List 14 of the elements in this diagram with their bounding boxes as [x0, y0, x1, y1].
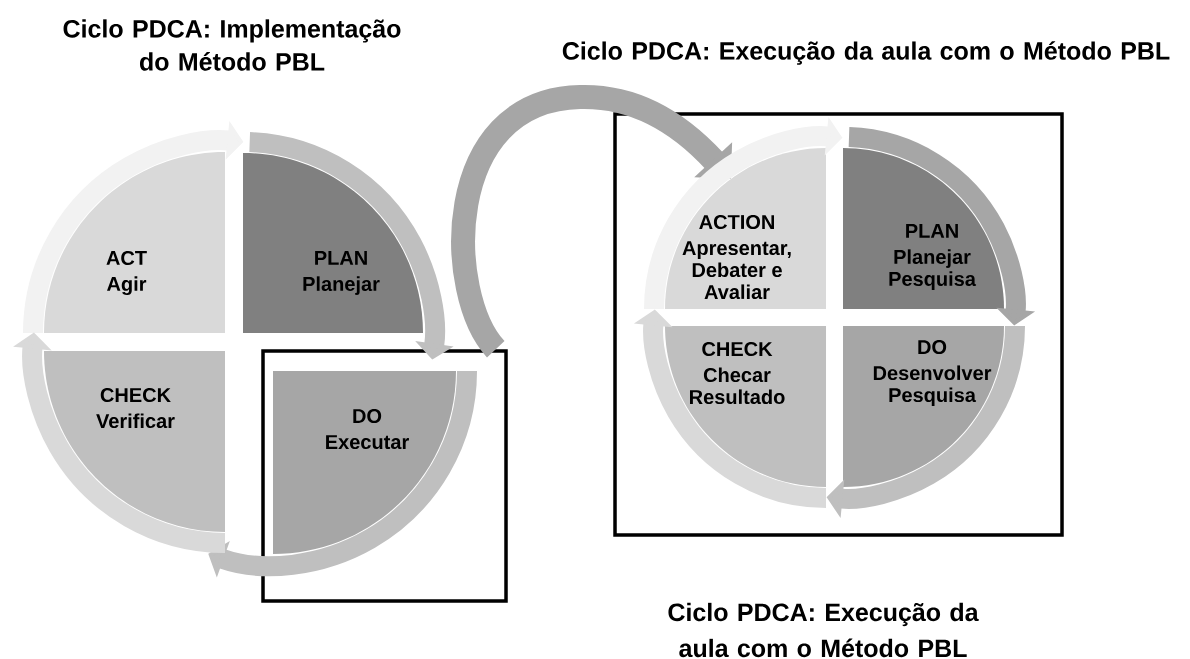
cycle-label: Ciclo PDCA: Execução da aula com o Método PBL	[668, 602, 979, 658]
frame-box	[613, 112, 1064, 537]
quadrant-sector: ACT Agir	[44, 152, 225, 333]
quadrant-sector: PLAN Planejar Pesquisa	[843, 148, 1004, 309]
quadrant-sector: DO Desenvolver Pesquisa	[843, 326, 1004, 487]
cycle-label: Ciclo PDCA: Execução da aula com o Método PBL	[562, 41, 1170, 65]
quadrant-sector: CHECK Verificar	[44, 351, 225, 532]
curved-arrow	[451, 85, 733, 357]
quadrant-sector: DO Executar	[273, 371, 456, 554]
frame-box	[261, 349, 508, 603]
quadrant-sector: PLAN Planejar	[243, 153, 423, 333]
cycle-label: Ciclo PDCA: Implementação do Método PBL	[63, 19, 401, 71]
quadrant-sector: CHECK Checar Resultado	[665, 326, 826, 487]
quadrant-sector: ACTION Apresentar, Debater e Avaliar	[665, 148, 826, 309]
